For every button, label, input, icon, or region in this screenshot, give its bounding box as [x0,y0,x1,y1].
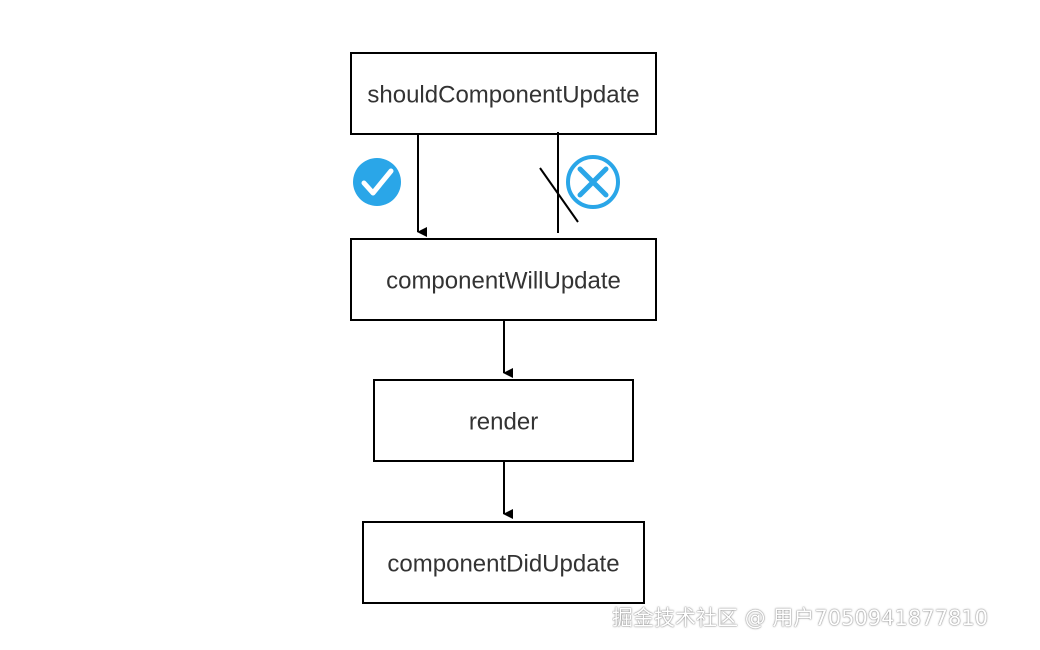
x-circle-icon [566,155,620,209]
node-label-component-did-update: componentDidUpdate [387,551,619,578]
node-component-did-update: componentDidUpdate [362,521,645,604]
node-render: render [373,379,634,462]
node-label-render: render [469,409,538,436]
check-circle-icon [353,158,401,206]
node-label-component-will-update: componentWillUpdate [386,268,621,295]
watermark-text: 掘金技术社区 @ 用户7050941877810 [612,606,989,630]
no-branch-strike [539,167,579,223]
node-should-component-update: shouldComponentUpdate [350,52,657,135]
node-label-should-component-update: shouldComponentUpdate [367,82,639,109]
node-component-will-update: componentWillUpdate [350,238,657,321]
